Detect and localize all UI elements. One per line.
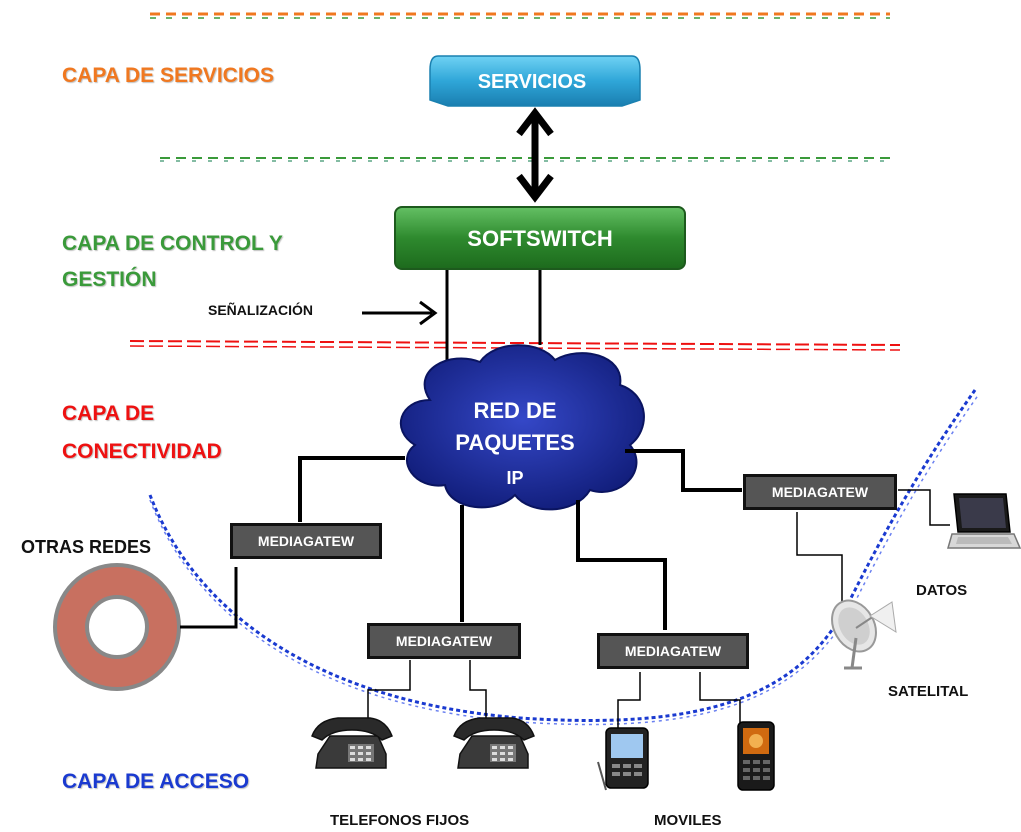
red-paquetes-cloud[interactable] <box>399 344 645 511</box>
cloud-line1: RED DE <box>473 398 556 423</box>
access-boundary-curve <box>148 389 977 722</box>
link-mg-right-satellite <box>796 512 843 605</box>
link-mg-center-phone2 <box>469 660 487 722</box>
senalizacion-arrow-icon <box>362 300 438 326</box>
double-arrow-icon <box>516 107 554 203</box>
desk-phone-icon <box>453 717 535 769</box>
senalizacion-label: SEÑALIZACIÓN <box>208 302 313 318</box>
satelital-label: SATELITAL <box>888 683 969 700</box>
moviles-label: MOVILES <box>654 812 722 829</box>
mediagateway-left[interactable]: MEDIAGATEW <box>230 523 382 559</box>
softswitch-label: SOFTSWITCH <box>467 226 612 251</box>
smartphone-icon <box>597 727 649 791</box>
layer-label-control-line2: GESTIÓN <box>62 268 157 291</box>
link-mg-right-laptop <box>898 489 950 526</box>
mediagateway-right[interactable]: MEDIAGATEW <box>743 474 897 510</box>
datos-label: DATOS <box>916 582 968 599</box>
servicios-node[interactable] <box>429 55 641 107</box>
cloud-line3: IP <box>506 468 523 488</box>
layer-label-control-line1: CAPA DE CONTROL Y <box>62 232 283 255</box>
servicios-label: SERVICIOS <box>478 71 587 93</box>
mediagateway-moviles[interactable]: MEDIAGATEW <box>597 633 749 669</box>
mediagateway-center[interactable]: MEDIAGATEW <box>367 623 521 659</box>
link-cloud-mg-left <box>298 456 405 522</box>
link-mg-moviles-mobile1 <box>617 672 641 730</box>
desk-phone-icon <box>311 717 393 769</box>
telefonos-fijos-label: TELEFONOS FIJOS <box>330 812 470 829</box>
laptop-icon <box>947 493 1021 549</box>
link-ring-mg-left <box>180 567 238 629</box>
divider-services <box>150 12 890 19</box>
layer-label-connectivity-line1: CAPA DE <box>62 402 155 425</box>
link-cloud-mg-moviles <box>576 500 667 630</box>
softswitch-node[interactable] <box>394 206 686 270</box>
satellite-dish-icon <box>831 599 897 670</box>
link-cloud-mg-right <box>625 449 742 492</box>
layer-label-connectivity-line2: CONECTIVIDAD <box>62 440 222 463</box>
cloud-line2: PAQUETES <box>455 430 574 455</box>
link-mg-moviles-mobile2 <box>699 672 741 726</box>
otras-redes-ring[interactable] <box>53 563 181 691</box>
link-mg-center-phone1 <box>367 660 411 722</box>
otras-redes-label: OTRAS REDES <box>21 537 152 557</box>
divider-control <box>160 157 890 162</box>
layer-label-access: CAPA DE ACCESO <box>62 770 250 793</box>
mobile-phone-icon <box>737 721 775 791</box>
layer-label-services: CAPA DE SERVICIOS <box>62 64 274 87</box>
